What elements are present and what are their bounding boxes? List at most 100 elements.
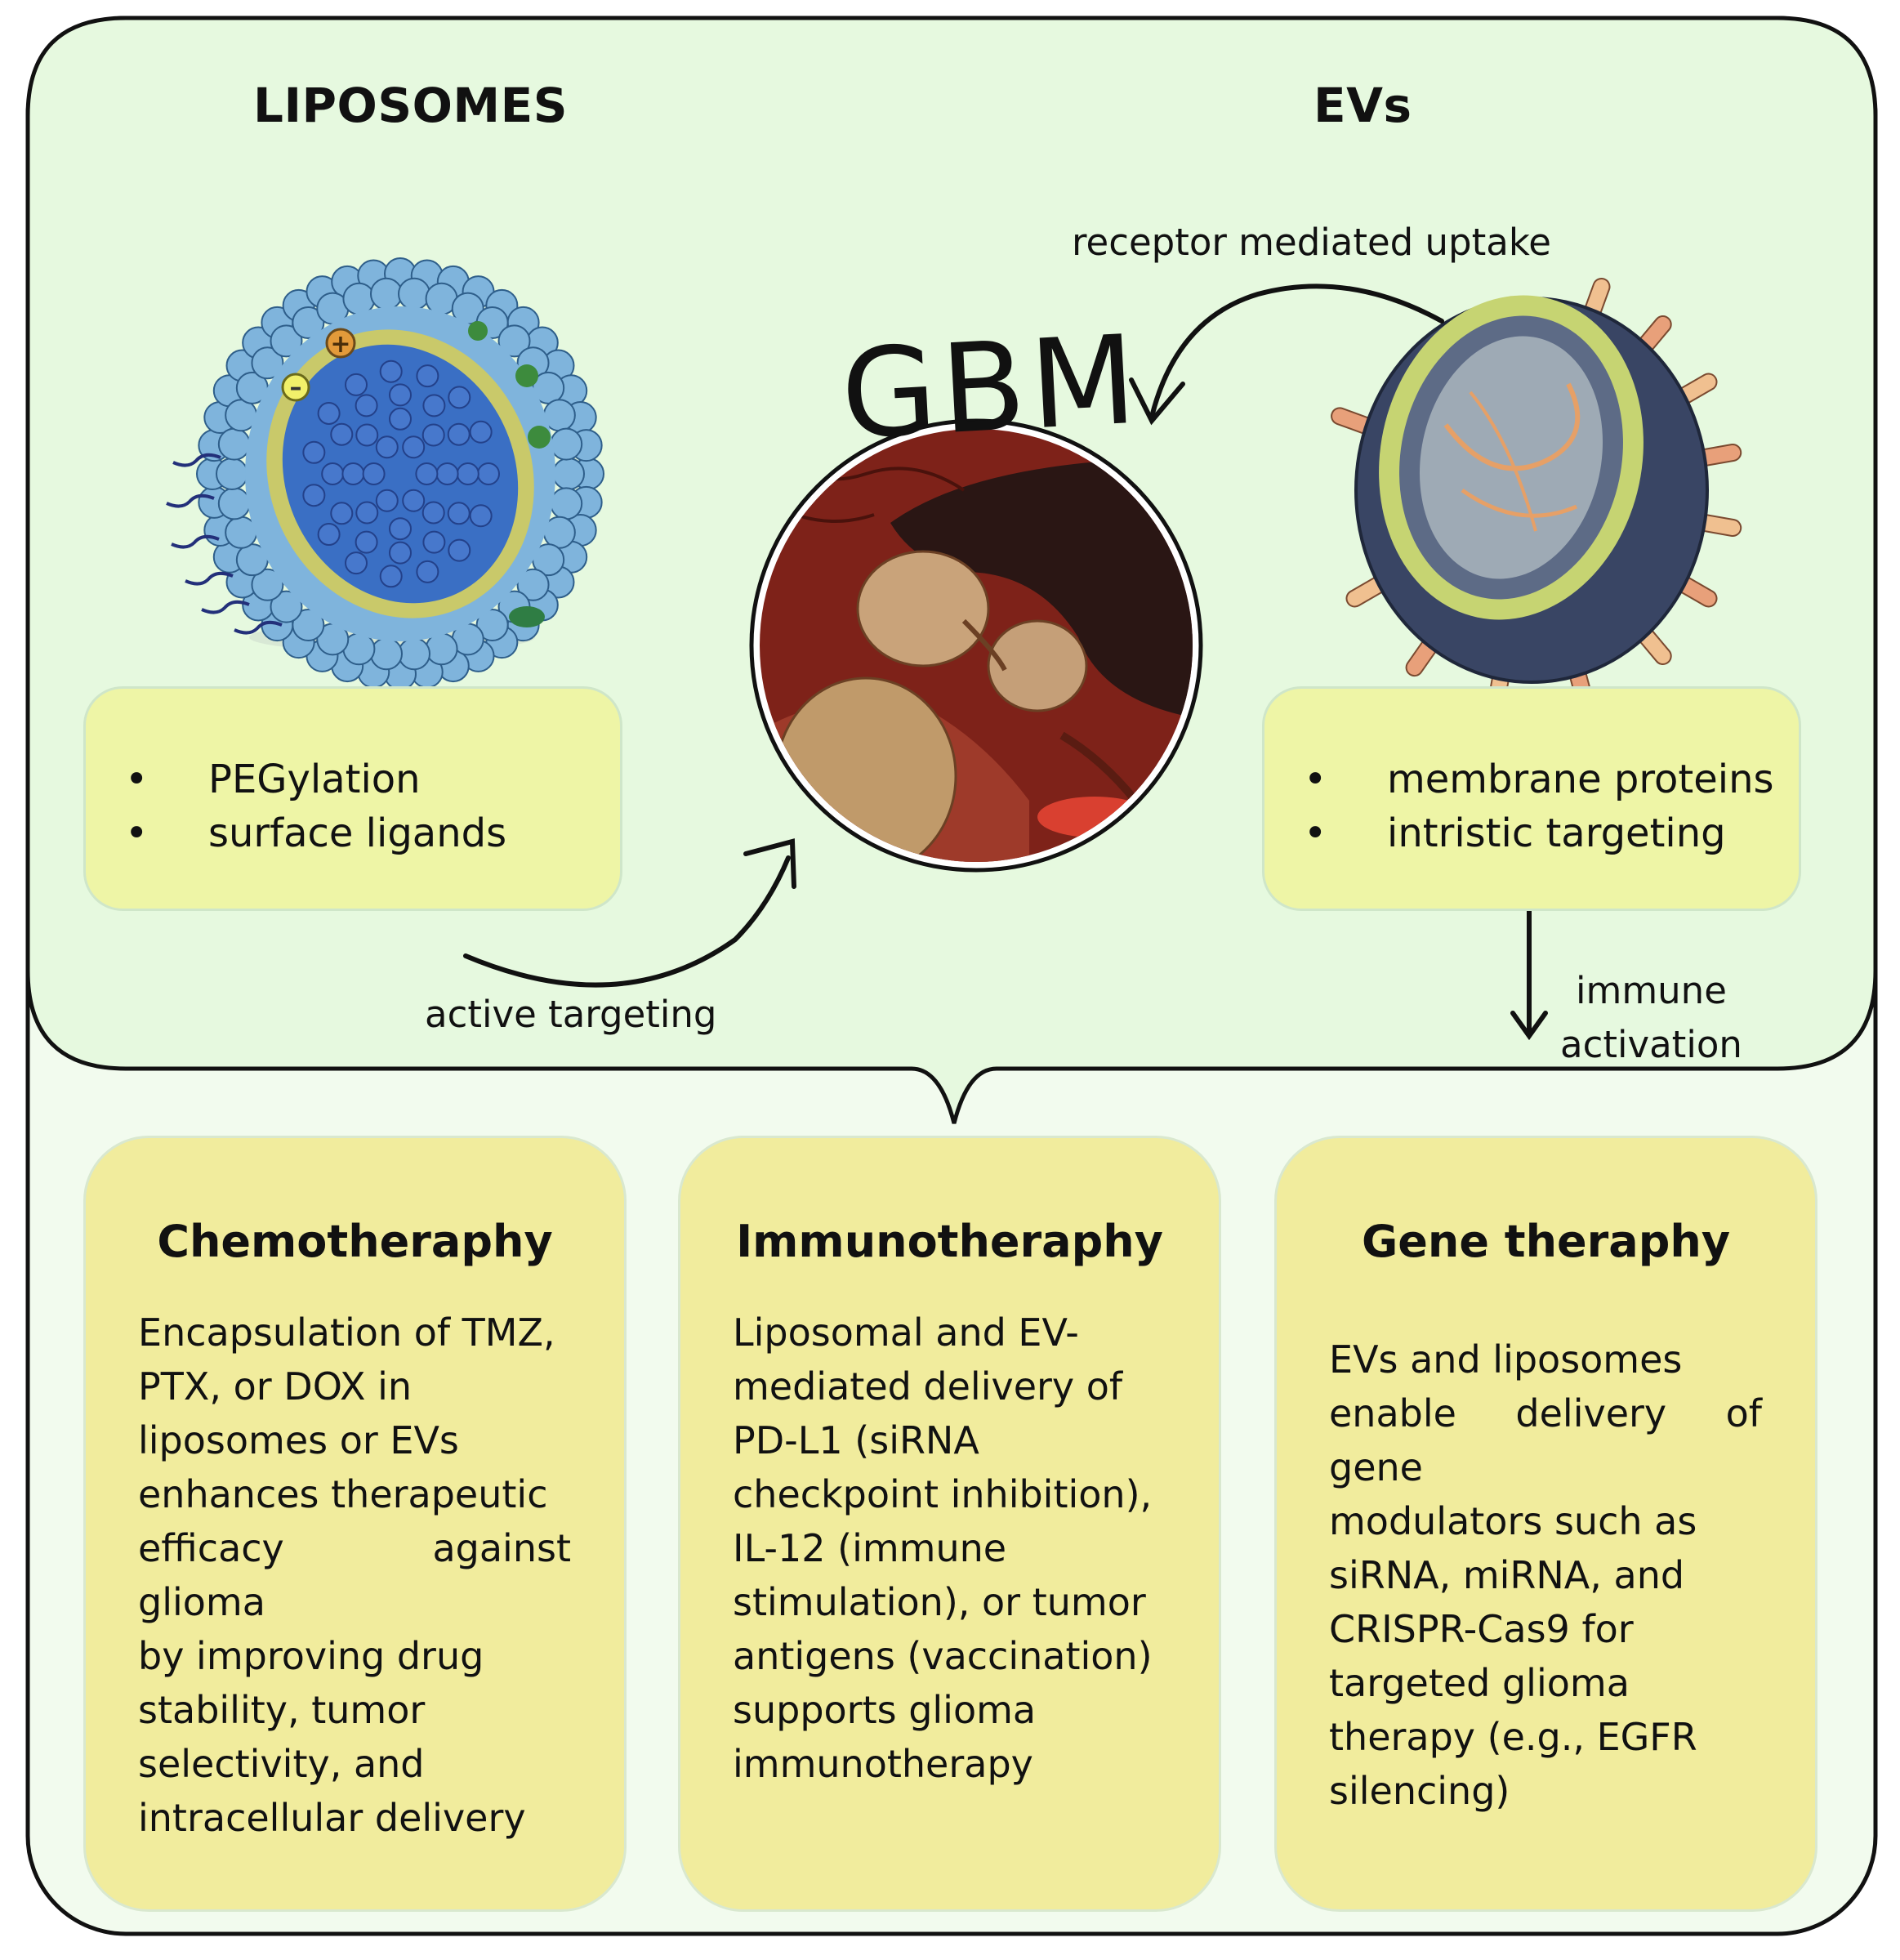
lipid-head xyxy=(369,277,403,310)
core-particle xyxy=(402,435,426,459)
ev-illustration xyxy=(1331,277,1742,712)
evs-heading: EVs xyxy=(1313,78,1412,133)
lipid-head xyxy=(497,324,531,358)
active-targeting-arrowhead xyxy=(743,838,796,889)
positive-charge-icon xyxy=(325,328,356,359)
card-body: Liposomal and EV- mediated delivery of P… xyxy=(733,1306,1166,1791)
ligand-icon xyxy=(509,606,545,627)
core-particle xyxy=(447,422,471,446)
lipid-head xyxy=(251,568,284,601)
card-line: checkpoint inhibition), xyxy=(733,1472,1153,1516)
lipid-head xyxy=(516,568,550,601)
card-line: siRNA, miRNA, and xyxy=(1329,1553,1685,1597)
liposome-features-list: PEGylation surface ligands xyxy=(86,752,620,860)
core-particle xyxy=(330,502,354,525)
core-particle xyxy=(330,422,354,446)
core-particle xyxy=(355,530,378,554)
core-particle xyxy=(402,489,426,512)
lipid-head xyxy=(292,306,325,339)
ligand-icon xyxy=(528,426,551,449)
immune-activation-label: immune activation xyxy=(1560,964,1742,1072)
core-particle xyxy=(375,489,399,512)
card-line: immunotherapy xyxy=(733,1742,1033,1786)
core-particle xyxy=(421,423,445,447)
card-line: stimulation), or tumor xyxy=(733,1580,1146,1624)
card-line: modulators such as xyxy=(1329,1499,1697,1543)
card-line: targeted glioma xyxy=(1329,1661,1630,1705)
positive-charge-symbol: + xyxy=(330,330,350,359)
negative-charge-icon xyxy=(281,373,310,402)
ev-features-box: membrane proteins intristic targeting xyxy=(1262,686,1801,911)
core-particle xyxy=(469,420,493,444)
core-particle xyxy=(345,551,368,575)
card-line: therapy (e.g., EGFR xyxy=(1329,1715,1697,1759)
card-title: Gene theraphy xyxy=(1361,1216,1731,1267)
core-particle xyxy=(435,462,459,485)
card-line: intracellular delivery xyxy=(138,1796,526,1840)
lipid-head xyxy=(475,609,509,642)
lipid-head xyxy=(292,609,325,642)
core-particle xyxy=(421,501,445,525)
card-line: EVs and liposomes xyxy=(1329,1337,1683,1382)
card-title: Chemotheraphy xyxy=(157,1216,553,1267)
lipid-head xyxy=(369,637,403,671)
lipid-head xyxy=(217,487,251,520)
active-targeting-arrow xyxy=(463,855,791,988)
feature-item: surface ligands xyxy=(86,806,620,860)
core-particle xyxy=(389,407,412,431)
core-particle xyxy=(379,565,403,588)
core-particle xyxy=(355,501,379,525)
core-particle xyxy=(447,502,471,525)
core-particle xyxy=(321,462,345,485)
core-particle xyxy=(389,383,412,407)
liposome-illustration: + – xyxy=(166,257,604,690)
core-particle xyxy=(389,517,412,541)
negative-charge-symbol: – xyxy=(290,373,302,402)
card-line: PTX, or DOX in xyxy=(138,1364,413,1409)
core-particle xyxy=(355,423,379,447)
core-particle xyxy=(422,530,446,554)
peg-chain xyxy=(201,600,250,614)
core-particle xyxy=(448,538,471,562)
core-particle xyxy=(355,394,378,417)
ligand-icon xyxy=(515,364,538,387)
core-particle xyxy=(422,394,446,417)
card-line: IL-12 (immune xyxy=(733,1526,1007,1570)
card-line: stability, tumor xyxy=(138,1688,426,1732)
card-line: antigens (vaccination) xyxy=(733,1634,1153,1678)
card-line: PD-L1 (siRNA xyxy=(733,1418,979,1462)
core-particle xyxy=(469,504,493,528)
receptor-uptake-arrowhead xyxy=(1129,377,1185,426)
ev-features-list: membrane proteins intristic targeting xyxy=(1264,752,1799,860)
peg-chain xyxy=(172,453,221,467)
core-particle xyxy=(302,484,326,507)
immune-activation-line: activation xyxy=(1560,1023,1742,1066)
core-particle xyxy=(375,435,399,459)
core-particle xyxy=(362,462,386,485)
card-line: efficacy against glioma xyxy=(138,1526,571,1624)
peg-chain xyxy=(234,620,283,635)
feature-item: PEGylation xyxy=(86,752,620,806)
core-particle xyxy=(389,541,412,565)
immune-activation-line: immune xyxy=(1575,969,1727,1012)
liposome-features-box: PEGylation surface ligands xyxy=(83,686,622,911)
liposomes-heading: LIPOSOMES xyxy=(253,78,569,133)
lipid-head xyxy=(216,458,248,490)
card-line: liposomes or EVs xyxy=(138,1418,459,1462)
peg-chain xyxy=(185,571,234,586)
card-line: supports glioma xyxy=(733,1688,1037,1732)
card-line: enable delivery of gene xyxy=(1329,1391,1762,1489)
card-line: by improving drug xyxy=(138,1634,484,1678)
lipid-head xyxy=(398,277,431,310)
lipid-head xyxy=(398,637,431,671)
core-particle xyxy=(456,462,479,485)
ligand-icon xyxy=(468,321,488,341)
core-particle xyxy=(416,364,439,388)
core-particle xyxy=(416,560,439,583)
card-line: mediated delivery of xyxy=(733,1364,1123,1409)
core-particle xyxy=(317,523,341,547)
peg-chain xyxy=(166,493,215,508)
gbm-tumor-illustration xyxy=(749,418,1203,873)
immune-activation-arrowhead xyxy=(1510,1011,1548,1041)
core-particle xyxy=(379,359,403,383)
